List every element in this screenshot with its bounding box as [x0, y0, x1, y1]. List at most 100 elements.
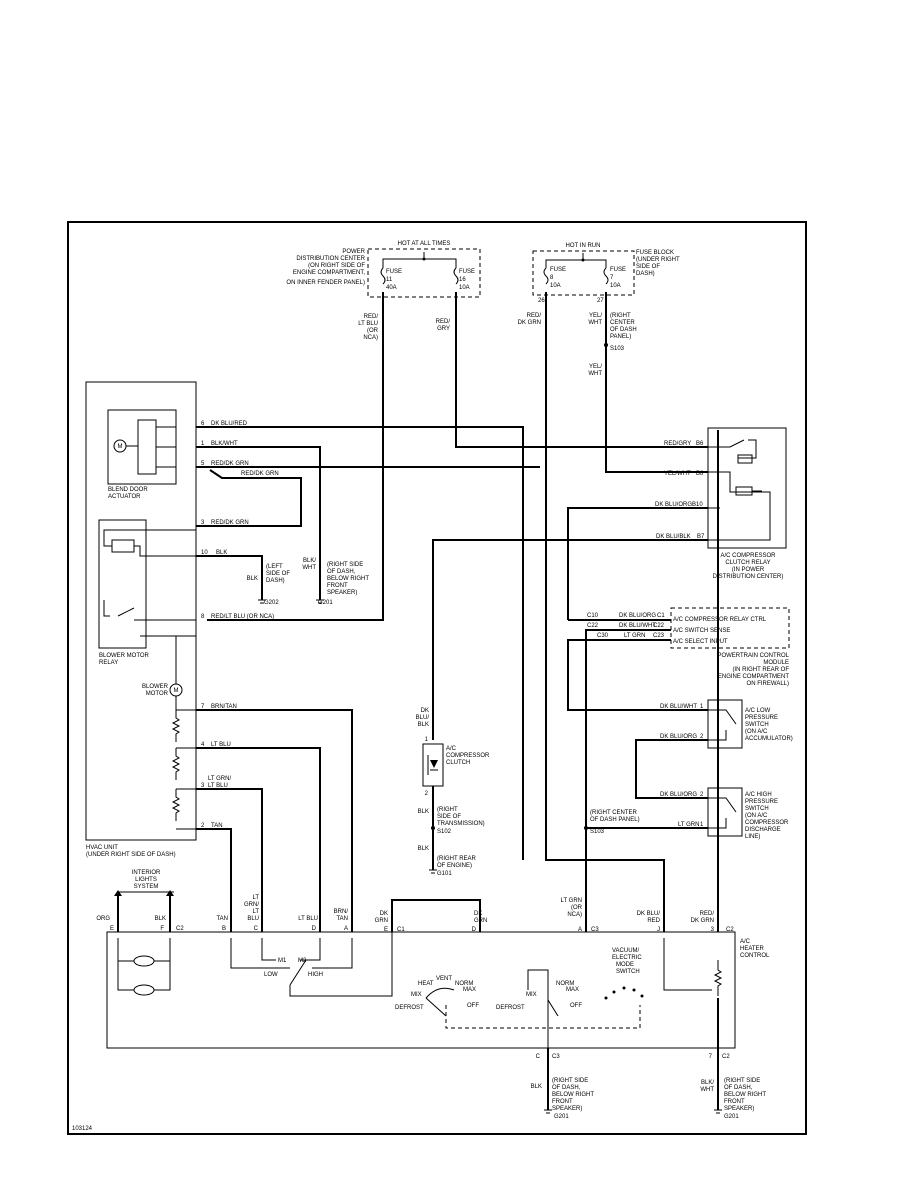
diagram-label: ACCUMULATOR)	[745, 736, 793, 742]
diagram-label: BELOW RIGHT	[724, 1092, 766, 1098]
diagram-label: ENGINE COMPARTMENT,	[293, 270, 365, 276]
diagram-label: PRESSURE	[745, 715, 778, 721]
diagram-label: (ON RIGHT SIDE OF	[308, 263, 365, 269]
diagram-label: DEFROST	[395, 1005, 424, 1011]
feed-wires: RED/ LT BLU (OR NCA) RED/ GRY RED/ DK GR…	[207, 292, 708, 932]
diagram-label: J	[657, 927, 660, 933]
diagram-label: SIDE OF	[266, 571, 290, 577]
diagram-label: BLK	[247, 576, 258, 582]
diagram-label: 8	[550, 275, 554, 281]
diagram-label: (OR	[571, 905, 583, 911]
diagram-label: NORM	[556, 981, 574, 987]
ac-compressor-clutch: A/C COMPRESSOR CLUTCH DK BLU/ BLK 1 2 BL…	[416, 708, 490, 877]
bottom-ground-left: C C3 BLK (RIGHT SIDE OF DASH, BELOW RIGH…	[531, 1054, 595, 1120]
diagram-label: TAN	[211, 823, 223, 829]
ground-g202: BLK (LEFT SIDE OF DASH) G202	[247, 564, 291, 606]
diagram-label: NCA)	[363, 335, 378, 341]
diagram-label: HEATER	[740, 946, 765, 952]
fuse-11-label: FUSE	[386, 269, 402, 275]
diagram-label: S103	[610, 346, 625, 352]
diagram-label: 2	[201, 823, 205, 829]
diagram-label: YEL/	[589, 364, 602, 370]
diagram-label: BLK	[216, 550, 227, 556]
hvac-unit-label: HVAC UNIT	[86, 845, 118, 851]
diagram-label: FUSE	[610, 267, 626, 273]
hvac-unit-box	[85, 381, 197, 841]
diagram-label: NORM	[455, 981, 473, 987]
diagram-label: (ON A/C	[745, 729, 768, 735]
diagram-label: SWITCH	[616, 969, 640, 975]
diagram-label: G202	[264, 600, 279, 606]
diagram-label: (IN RIGHT REAR OF	[732, 667, 789, 673]
diagram-label: 3	[201, 783, 205, 789]
diagram-label: M	[174, 688, 179, 694]
diagram-label: C22	[653, 623, 665, 629]
diagram-label: ELECTRIC	[612, 955, 642, 961]
diagram-label: RED/	[436, 319, 451, 325]
diagram-label: 2	[700, 734, 704, 740]
diagram-label: SIDE OF	[437, 814, 461, 820]
diagram-label: HEAT	[418, 981, 434, 987]
diagram-label: 1	[201, 441, 205, 447]
diagram-label: BLK	[418, 809, 429, 815]
diagram-label: RED/	[700, 911, 715, 917]
ac-low-pressure-switch: A/C LOW PRESSURE SWITCH (ON A/C ACCUMULA…	[660, 699, 793, 749]
diagram-label: OFF	[467, 1003, 479, 1009]
diagram-label: 7	[610, 275, 614, 281]
diagram-label: FUSE BLOCK	[636, 250, 674, 256]
diagram-label: MIX	[526, 992, 537, 998]
diagram-label: DISTRIBUTION CENTER)	[713, 574, 784, 580]
diagram-label: WHT	[588, 371, 602, 377]
diagram-label: LT BLU	[211, 742, 231, 748]
diagram-label: BLOWER MOTOR	[99, 653, 150, 659]
diagram-label: LT GRN/	[208, 776, 231, 782]
diagram-label: C30	[597, 633, 609, 639]
diagram-label: YEL/WHT	[664, 471, 691, 477]
diagram-label: S103	[590, 829, 605, 835]
diagram-label: 11	[386, 277, 393, 283]
diagram-label: DK GRN	[518, 320, 541, 326]
interior-lights: INTERIOR LIGHTS SYSTEM ORG BLK E F C2	[96, 870, 184, 996]
diagram-label: MAX	[566, 987, 579, 993]
diagram-label: ORG	[96, 916, 110, 922]
diagram-label: C	[536, 1054, 541, 1060]
blower-switch: TAN B LT GRN/ LT BLU C LT BLU D BRN/ TAN…	[216, 895, 393, 997]
diagram-label: BLK	[418, 846, 429, 852]
diagram-label: ON INNER FENDER PANEL)	[286, 280, 365, 286]
diagram-label: C3	[552, 1054, 560, 1060]
hot-at-all-times: HOT AT ALL TIMES	[398, 241, 451, 247]
diagram-label: LT BLU	[298, 916, 318, 922]
diagram-label: RED/DK GRN	[241, 471, 279, 477]
diagram-label: LT	[252, 909, 259, 915]
diagram-label: 10A	[459, 285, 470, 291]
diagram-label: 27	[597, 298, 604, 304]
diagram-label: TAN	[336, 916, 348, 922]
diagram-label: BLK/	[303, 558, 316, 564]
diagram-label: RED/LT BLU (OR NCA)	[211, 614, 274, 620]
diagram-label: MAX	[463, 987, 476, 993]
diagram-label: A/C COMPRESSOR	[720, 553, 776, 559]
diagram-label: OF DASH,	[552, 1085, 581, 1091]
diagram-label: 2	[700, 792, 704, 798]
diagram-label: COMPRESSOR	[446, 753, 490, 759]
diagram-label: GRY	[437, 326, 450, 332]
diagram-label: BLK/WHT	[211, 441, 238, 447]
diagram-label: G201	[554, 1114, 569, 1120]
diagram-label: GRN	[474, 918, 487, 924]
diagram-label: A/C SWITCH SENSE	[673, 628, 730, 634]
diagram-label: RED/	[527, 313, 542, 319]
diagram-label: SWITCH	[745, 722, 769, 728]
diagram-label: B7	[697, 534, 705, 540]
blower-speed-wires: 7 BRN/TAN 4 LT BLU LT GRN/ 3 LT BLU 2 TA…	[196, 704, 353, 932]
diagram-label: TRANSMISSION)	[437, 821, 485, 827]
diagram-label: 10A	[550, 283, 561, 289]
diagram-label: WHT	[588, 320, 602, 326]
diagram-label: ON FIREWALL)	[747, 681, 789, 687]
diagram-label: DK BLU/BLK	[656, 534, 691, 540]
diagram-label: 3	[201, 520, 205, 526]
diagram-label: RED/	[364, 314, 379, 320]
diagram-label: B6	[696, 441, 704, 447]
diagram-label: (UNDER RIGHT SIDE OF DASH)	[86, 852, 176, 858]
diagram-label: SPEAKER)	[724, 1106, 754, 1112]
diagram-label: (IN POWER	[732, 567, 765, 573]
